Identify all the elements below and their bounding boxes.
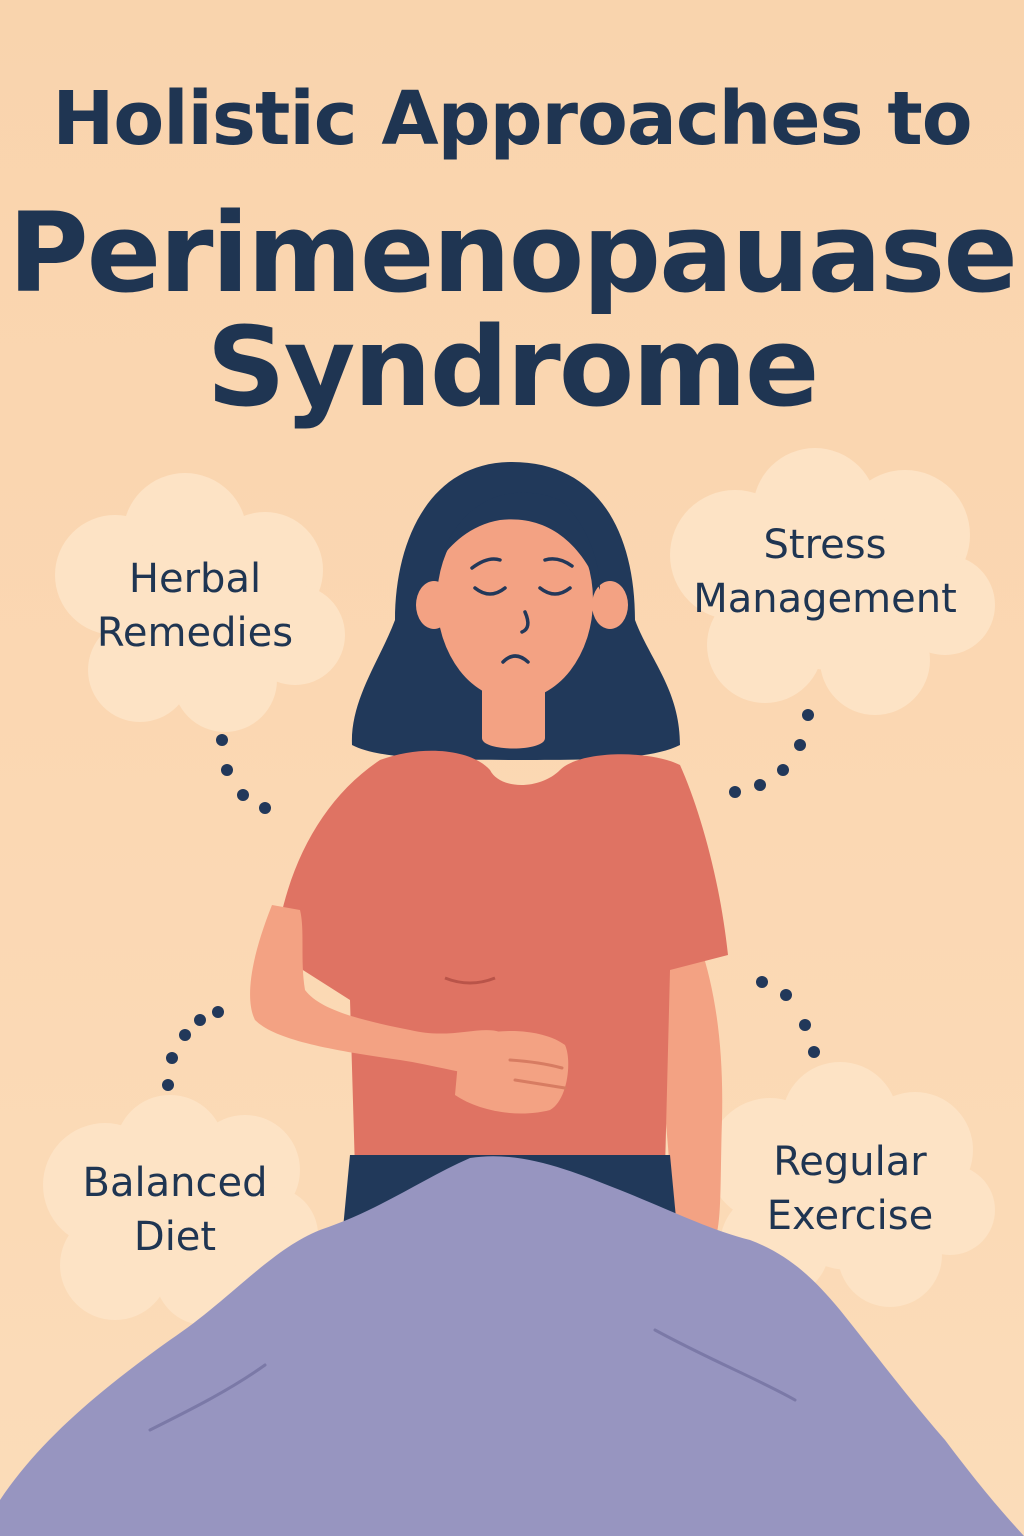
regular-exercise-label: Regular Exercise — [725, 1135, 975, 1243]
hand — [455, 1030, 569, 1114]
face — [437, 500, 593, 700]
shirt — [275, 750, 728, 1170]
blanket — [0, 1156, 1024, 1536]
fringe — [440, 492, 600, 590]
ear-left — [416, 581, 452, 629]
stress-management-label: Stress Management — [680, 518, 970, 626]
finger-lines — [508, 1058, 567, 1090]
herbal-line-1: Herbal — [128, 556, 262, 602]
cloud-stress-management — [670, 448, 995, 715]
title-line-2: Perimenopauase — [8, 189, 1018, 317]
ear-right — [592, 581, 628, 629]
cloud-herbal-remedies — [55, 473, 345, 732]
exercise-line-1: Regular — [773, 1139, 927, 1185]
shirt-fold — [444, 976, 496, 985]
herbal-line-2: Remedies — [96, 610, 294, 656]
dotted-connectors — [162, 709, 820, 1091]
diet-line-1: Balanced — [82, 1160, 268, 1206]
herbal-remedies-label: Herbal Remedies — [60, 552, 330, 660]
diet-line-2: Diet — [133, 1214, 217, 1260]
exercise-line-2: Exercise — [766, 1193, 934, 1239]
stress-line-1: Stress — [763, 522, 887, 568]
face-features — [470, 557, 574, 664]
cloud-balanced-diet — [43, 1095, 318, 1325]
title-line-3: Syndrome — [206, 303, 819, 431]
title-line-1: Holistic Approaches to — [52, 76, 972, 162]
balanced-diet-label: Balanced Diet — [50, 1156, 300, 1264]
stress-line-2: Management — [693, 576, 957, 622]
blanket-folds — [148, 1328, 797, 1432]
